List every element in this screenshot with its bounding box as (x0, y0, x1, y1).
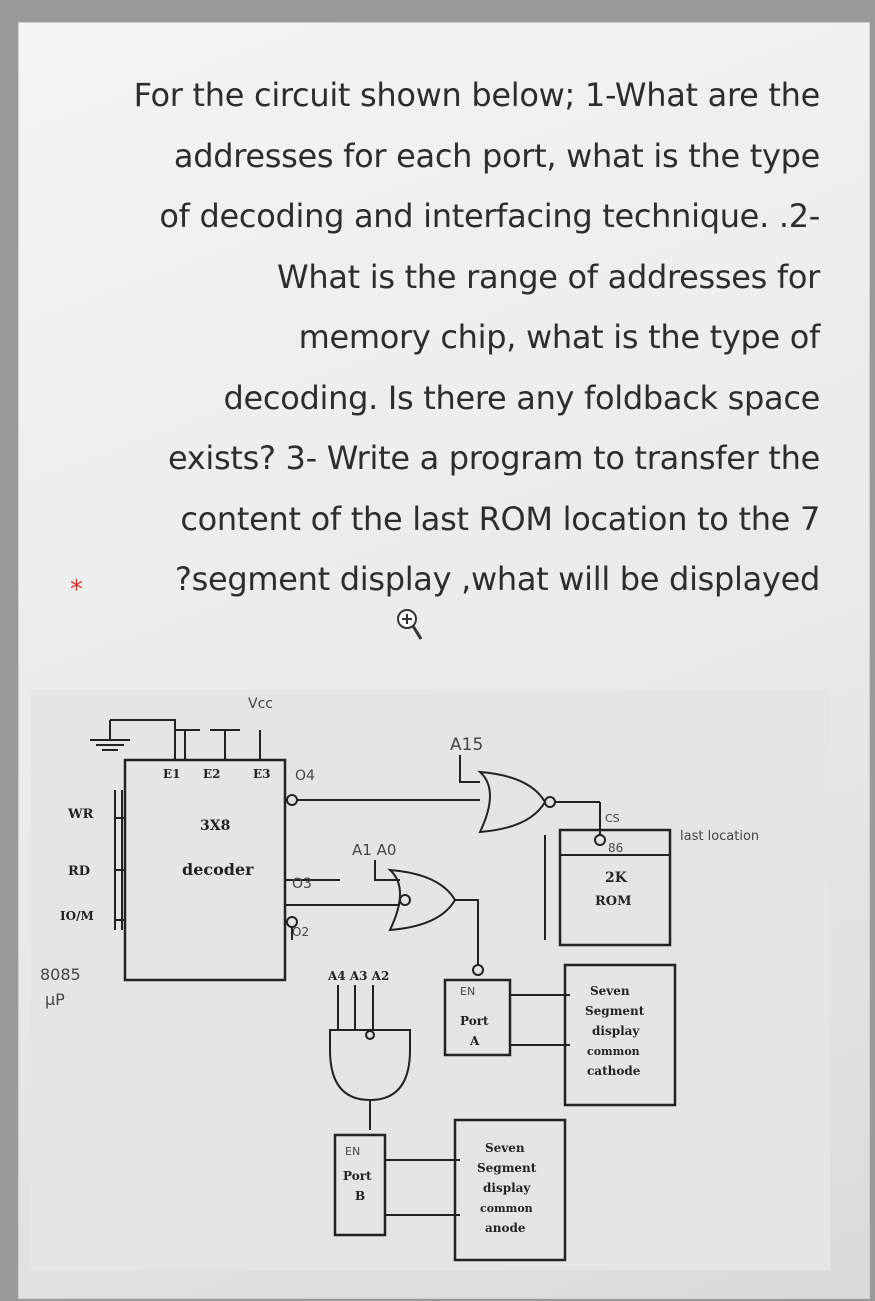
port-b-en: EN (345, 1145, 360, 1158)
question-line: memory chip, what is the type of (298, 318, 821, 356)
rom-label: ROM (595, 894, 632, 909)
port-a-letter: A (469, 1034, 480, 1048)
o4-label: O4 (295, 768, 315, 784)
e1-label: E1 (163, 767, 181, 781)
seg1-line: cathode (587, 1064, 641, 1078)
question-line: addresses for each port, what is the typ… (173, 136, 820, 175)
seg2-line: Segment (477, 1161, 537, 1175)
decoder-size: 3X8 (200, 818, 230, 834)
cpu-label-mu: µP (45, 990, 65, 1009)
question-line: content of the last ROM location to the … (180, 499, 820, 538)
a4a3a2-label: A4 A3 A2 (327, 969, 389, 983)
zoom-in-icon[interactable] (395, 607, 427, 647)
iom-label: IO/M (60, 909, 94, 923)
cpu-label: 8085 (40, 965, 81, 984)
port-a-en: EN (460, 985, 475, 998)
question-line: exists? 3- Write a program to transfer t… (167, 439, 820, 477)
seg2-line: common (480, 1202, 533, 1215)
o2-label: O2 (292, 925, 309, 939)
e3-label: E3 (253, 767, 271, 781)
e2-label: E2 (203, 767, 221, 781)
rom-size: 2K (605, 870, 628, 886)
required-asterisk: * (70, 575, 83, 605)
question-line: For the circuit shown below; 1-What are … (133, 76, 821, 114)
seg2-line: Seven (485, 1141, 525, 1155)
port-b-letter: B (355, 1189, 365, 1203)
rd-label: RD (68, 864, 90, 879)
question-line: ?segment display ,what will be displayed (174, 560, 820, 598)
question-line: decoding. Is there any foldback space (223, 378, 821, 417)
port-a-label: Port (460, 1014, 489, 1028)
question-line: What is the range of addresses for (277, 257, 820, 296)
seg1-line: Seven (590, 984, 630, 998)
decoder-label: decoder (182, 860, 254, 879)
question-line: of decoding and interfacing technique. .… (159, 197, 820, 235)
circuit-diagram: Vcc E1 E2 E3 3X8 decoder O4 O3 O2 WR RD … (30, 690, 830, 1270)
o3-label: O3 (292, 876, 312, 892)
seg2-line: display (483, 1181, 531, 1195)
seg1-line: common (587, 1045, 640, 1058)
a1a0-label: A1 A0 (352, 841, 396, 859)
rom-address-label: 86 (608, 841, 623, 855)
cs-label: CS (605, 812, 620, 825)
seg2-line: anode (485, 1221, 526, 1235)
port-b-label: Port (343, 1169, 372, 1183)
a15-label: A15 (450, 735, 483, 755)
question-text: For the circuit shown below; 1-What are … (30, 65, 821, 610)
seg1-line: display (592, 1024, 640, 1038)
vcc-label: Vcc (248, 696, 273, 712)
seg1-line: Segment (585, 1004, 645, 1018)
last-location-note: last location (680, 829, 759, 844)
wr-label: WR (67, 807, 94, 822)
